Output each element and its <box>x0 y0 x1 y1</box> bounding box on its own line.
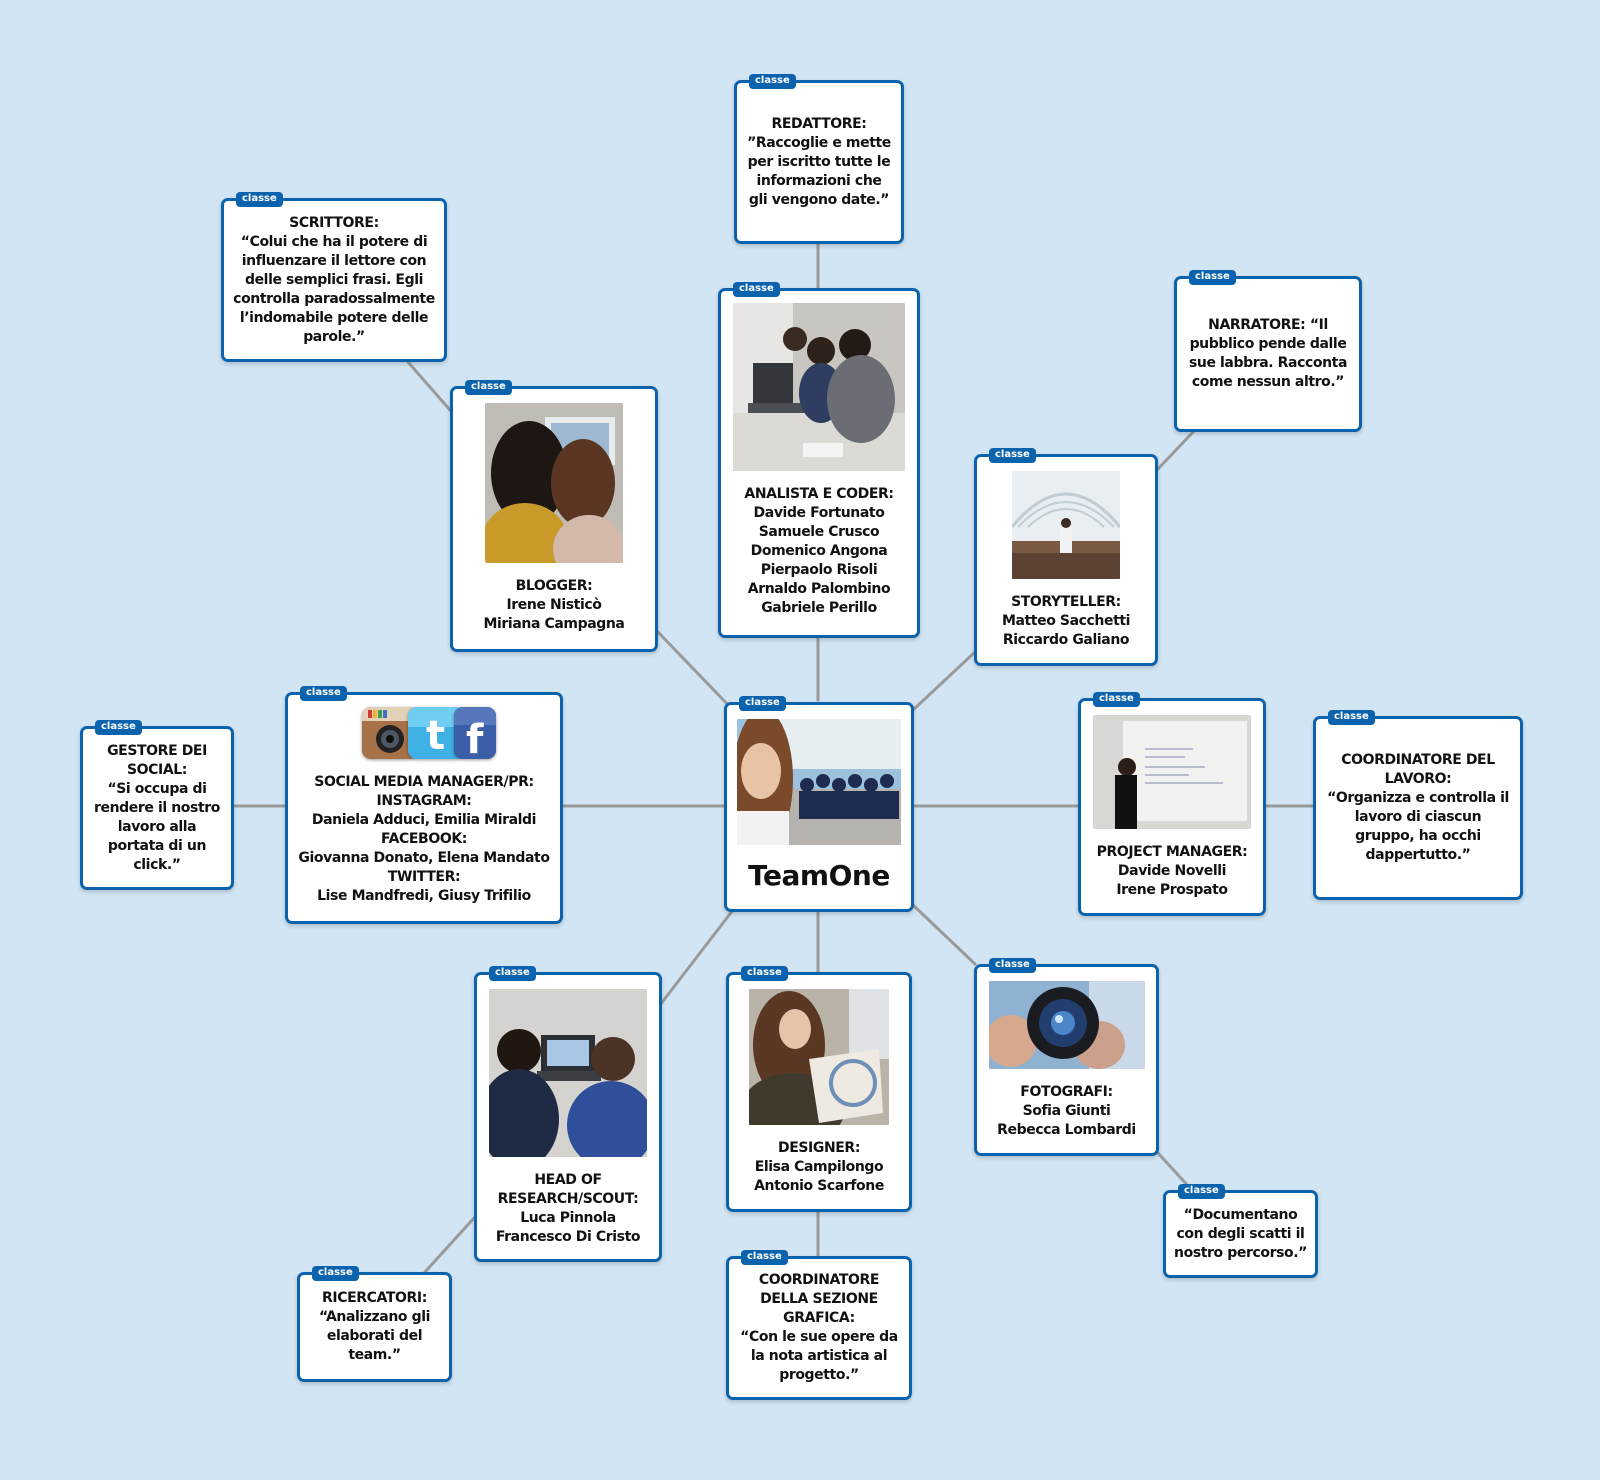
classe-badge: classe <box>95 720 142 735</box>
link-storyteller-narratore <box>1155 428 1197 472</box>
social-icons: t f <box>362 707 496 759</box>
node-text: SCRITTORE: “Colui che ha il potere di in… <box>233 214 435 345</box>
classe-badge: classe <box>1093 692 1140 707</box>
classe-badge: classe <box>989 448 1036 463</box>
link-center-blogger <box>654 628 735 712</box>
node-text: GESTORE DEI SOCIAL: “Si occupa di render… <box>94 742 220 873</box>
node-ricercatori[interactable]: classe RICERCATORI: “Analizzano gli elab… <box>297 1266 452 1382</box>
node-text: SOCIAL MEDIA MANAGER/PR: INSTAGRAM: Dani… <box>298 774 550 904</box>
node-text: ANALISTA E CODER: Davide Fortunato Samue… <box>744 486 894 616</box>
node-text: REDATTORE: ”Raccoglie e mette per iscrit… <box>747 115 891 208</box>
node-coordinatore-lavoro[interactable]: classe COORDINATORE DEL LAVORO: “Organiz… <box>1313 710 1523 900</box>
classe-badge: classe <box>489 966 536 981</box>
team-title: TeamOne <box>748 859 890 892</box>
classe-badge: classe <box>1178 1184 1225 1199</box>
classe-badge: classe <box>312 1266 359 1281</box>
node-gestore-social[interactable]: classe GESTORE DEI SOCIAL: “Si occupa di… <box>80 720 234 890</box>
svg-text:f: f <box>466 717 484 759</box>
node-documentano[interactable]: classe “Documentano con degli scatti il … <box>1163 1184 1318 1278</box>
photo-boys-at-laptop <box>489 989 647 1157</box>
node-text: PROJECT MANAGER: Davide Novelli Irene Pr… <box>1096 844 1248 898</box>
classe-badge: classe <box>733 282 780 297</box>
node-designer[interactable]: classe DESIGNER: Elisa Campilongo Antoni… <box>726 966 912 1212</box>
link-center-research <box>658 908 735 1007</box>
node-head-of-research[interactable]: classe HEAD OF RESEARCH/SCOUT: Luca Pinn… <box>474 966 662 1262</box>
node-scrittore[interactable]: classe SCRITTORE: “Colui che ha il poter… <box>221 192 447 362</box>
classe-badge: classe <box>741 1250 788 1265</box>
classe-badge: classe <box>236 192 283 207</box>
node-coordinatore-grafica[interactable]: classe COORDINATORE DELLA SEZIONE GRAFIC… <box>726 1250 912 1400</box>
photo-whiteboard <box>1093 715 1251 829</box>
link-center-storyteller <box>911 650 977 712</box>
link-blogger-scrittore <box>406 360 452 412</box>
link-research-ricercatori <box>423 1216 476 1274</box>
node-social-media-manager[interactable]: classe t f SOCIAL MEDIA MANAGER/ <box>285 686 563 924</box>
classe-badge: classe <box>1189 270 1236 285</box>
photo-girl-drawing <box>749 989 889 1125</box>
photo-girls-at-screen <box>485 403 623 563</box>
classe-badge: classe <box>739 696 786 711</box>
node-text: COORDINATORE DELLA SEZIONE GRAFICA: “Con… <box>740 1272 898 1383</box>
photo-camera-lens <box>988 981 1145 1069</box>
node-analista-coder[interactable]: classe ANALISTA E CODER: Davide Fortunat… <box>718 282 920 638</box>
node-text: STORYTELLER: Matteo Sacchetti Riccardo G… <box>1001 594 1131 648</box>
photo-students-laptops <box>733 303 905 471</box>
classe-badge: classe <box>300 686 347 701</box>
classe-badge: classe <box>1328 710 1375 725</box>
node-text: FOTOGRAFI: Sofia Giunti Rebecca Lombardi <box>997 1084 1136 1138</box>
photo-stage-audience <box>1012 471 1120 579</box>
node-storyteller[interactable]: classe STORYTELLER: Matteo Sacchetti Ric… <box>974 448 1158 666</box>
node-project-manager[interactable]: classe PROJECT MANAGER: Davide Novelli I… <box>1078 692 1266 916</box>
classe-badge: classe <box>989 958 1036 973</box>
node-fotografi[interactable]: classe FOTOGRAFI: Sofia Giunti Rebecca L… <box>974 958 1159 1156</box>
facebook-icon: f <box>454 707 496 759</box>
node-redattore[interactable]: classe REDATTORE: ”Raccoglie e mette per… <box>734 74 904 244</box>
node-text: HEAD OF RESEARCH/SCOUT: Luca Pinnola Fra… <box>495 1172 641 1245</box>
svg-text:t: t <box>426 713 445 759</box>
classe-badge: classe <box>741 966 788 981</box>
node-narratore[interactable]: classe NARRATORE: “Il pubblico pende dal… <box>1174 270 1362 432</box>
link-center-fotografi <box>911 903 977 966</box>
node-text: “Documentano con degli scatti il nostro … <box>1174 1206 1307 1261</box>
node-text: RICERCATORI: “Analizzano gli elaborati d… <box>318 1290 431 1363</box>
node-text: NARRATORE: “Il pubblico pende dalle sue … <box>1188 317 1348 390</box>
node-text: BLOGGER: Irene Nisticò Miriana Campagna <box>483 578 625 632</box>
node-text: COORDINATORE DEL LAVORO: “Organizza e co… <box>1327 752 1509 863</box>
node-center-teamone[interactable]: classe TeamOne <box>724 696 914 912</box>
classe-badge: classe <box>749 74 796 89</box>
link-fotografi-documentano <box>1155 1150 1192 1190</box>
classe-badge: classe <box>465 380 512 395</box>
node-blogger[interactable]: classe BLOGGER: Irene Nisticò Miriana Ca… <box>450 380 658 652</box>
photo-team-selfie <box>737 719 901 845</box>
node-text: DESIGNER: Elisa Campilongo Antonio Scarf… <box>754 1140 884 1194</box>
